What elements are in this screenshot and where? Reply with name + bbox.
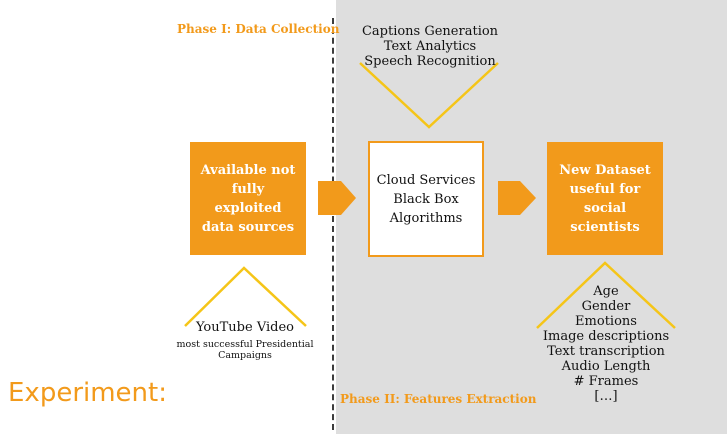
dataset-line: useful for social [569, 181, 641, 216]
feature-item: Gender [581, 299, 631, 314]
experiment-label: Experiment: [8, 378, 167, 408]
feature-item: # Frames [573, 374, 639, 389]
services-item: Captions Generation [361, 24, 499, 39]
features-triangle [536, 261, 676, 329]
cloud-line: Black Box [393, 191, 459, 207]
phase-divider [332, 18, 334, 430]
feature-item: Image descriptions [542, 329, 670, 344]
phase1-label: Phase I: Data Collection [177, 22, 340, 36]
feature-item: […] [594, 389, 618, 404]
cloud-line: Algorithms [389, 210, 463, 226]
cloud-services-box: Cloud Services Black Box Algorithms [368, 141, 484, 257]
services-chevron [359, 62, 499, 129]
sources-box: Available not fully exploited data sourc… [190, 142, 306, 255]
sources-line: data sources [201, 219, 295, 235]
dataset-line: scientists [570, 219, 640, 235]
youtube-triangle [184, 266, 307, 327]
youtube-subtitle-line: Campaigns [218, 350, 272, 361]
feature-item: Text transcription [547, 344, 665, 359]
feature-item: Emotions [575, 314, 637, 329]
services-item: Text Analytics [383, 39, 477, 54]
dataset-box: New Dataset useful for social scientists [547, 142, 663, 255]
feature-item: Age [593, 284, 619, 299]
sources-line: fully exploited [214, 181, 282, 216]
arrow-cloud-to-dataset [498, 181, 536, 215]
cloud-line: Cloud Services [376, 172, 476, 188]
dataset-line: New Dataset [559, 162, 651, 178]
phase2-label: Phase II: Features Extraction [340, 392, 537, 406]
features-list: Age Gender Emotions Image descriptions T… [528, 284, 684, 404]
youtube-title: YouTube Video [195, 320, 294, 335]
feature-item: Audio Length [561, 359, 651, 374]
youtube-subtitle: most successful Presidential Campaigns [160, 339, 330, 361]
sources-line: Available not [200, 162, 296, 178]
services-item: Speech Recognition [364, 54, 496, 69]
arrow-sources-to-cloud [318, 181, 356, 215]
youtube-subtitle-line: most successful Presidential [176, 339, 314, 350]
services-list: Captions Generation Text Analytics Speec… [352, 24, 508, 69]
